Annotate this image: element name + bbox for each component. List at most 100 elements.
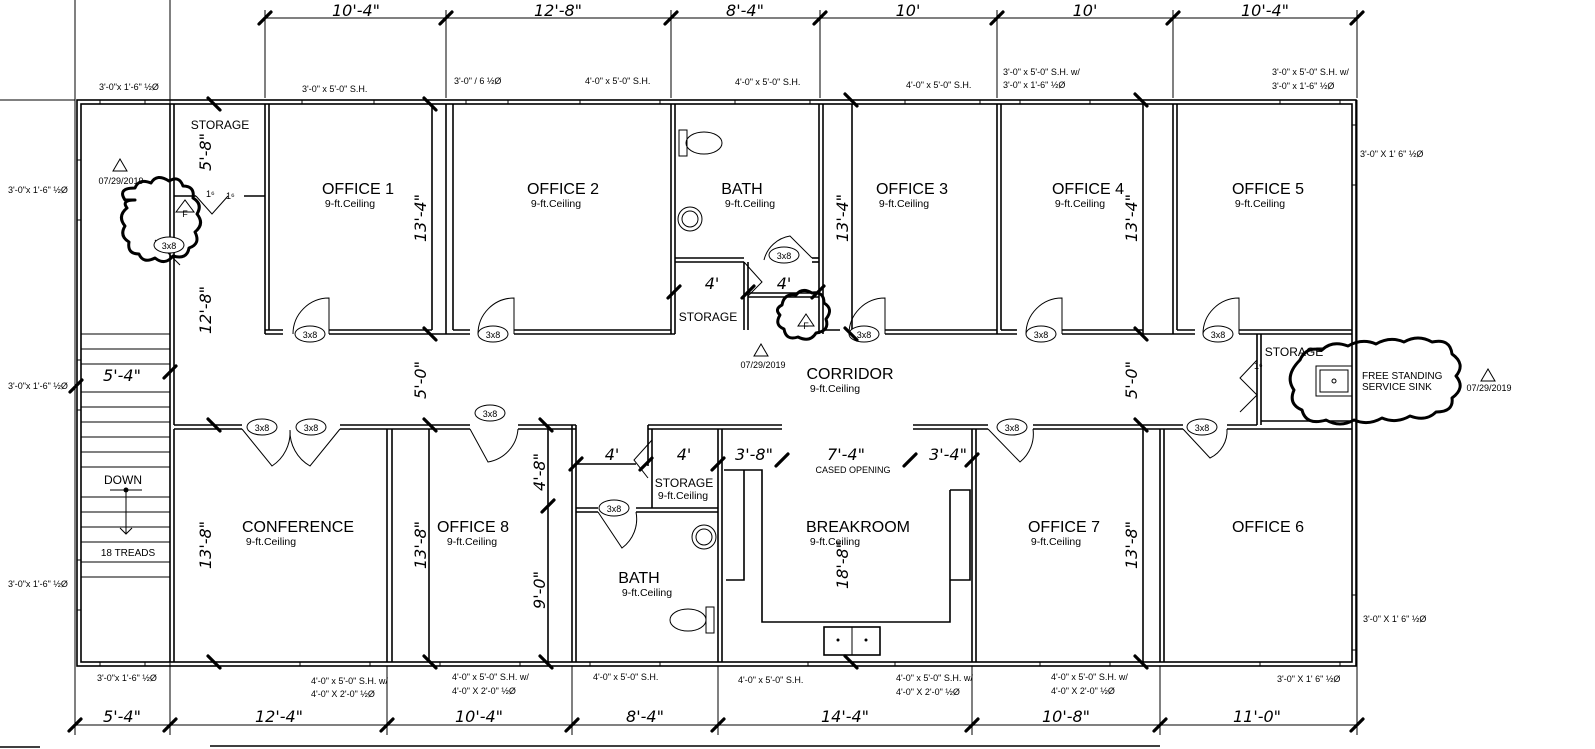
- svg-text:4'-0" x 5'-0" S.H.: 4'-0" x 5'-0" S.H.: [906, 80, 971, 90]
- revision-cloud-corridor: [775, 288, 831, 341]
- svg-text:3'-0" x 5'-0" S.H. w/: 3'-0" x 5'-0" S.H. w/: [1003, 67, 1080, 77]
- svg-text:4'-0" x 5'-0" S.H.: 4'-0" x 5'-0" S.H.: [593, 672, 658, 682]
- svg-text:3'-0" x 5'-0" S.H.: 3'-0" x 5'-0" S.H.: [302, 84, 367, 94]
- svg-text:13'-4": 13'-4": [833, 194, 852, 242]
- stair-width-dim: 5'-4": [103, 366, 141, 385]
- svg-text:3'-0" X 1' 6" ½Ø: 3'-0" X 1' 6" ½Ø: [1277, 674, 1340, 684]
- room-office-4: OFFICE 4: [1052, 181, 1124, 198]
- svg-text:13'-4": 13'-4": [1122, 194, 1141, 242]
- svg-text:3'-0"x 1'-6" ½Ø: 3'-0"x 1'-6" ½Ø: [8, 381, 68, 391]
- svg-text:3'-0"x 1'-6" ½Ø: 3'-0"x 1'-6" ½Ø: [8, 579, 68, 589]
- fire-extinguisher-icon: F F: [175, 199, 815, 331]
- svg-text:4'-0" x 5'-0" S.H. w/: 4'-0" x 5'-0" S.H. w/: [452, 672, 529, 682]
- room-conference: CONFERENCE: [242, 519, 354, 536]
- svg-text:9'-0": 9'-0": [530, 571, 549, 609]
- revision-triangle-icon: [112, 158, 1496, 382]
- svg-text:9-ft.Ceiling: 9-ft.Ceiling: [1235, 198, 1285, 210]
- svg-text:9-ft.Ceiling: 9-ft.Ceiling: [1031, 536, 1081, 548]
- svg-text:4'-0" x 5'-0" S.H. w/: 4'-0" x 5'-0" S.H. w/: [1051, 672, 1128, 682]
- lavatory-sink-icon-south: [691, 524, 717, 550]
- breakroom-counter: [724, 469, 971, 656]
- svg-text:4'-0" X 2'-0" ½Ø: 4'-0" X 2'-0" ½Ø: [896, 687, 960, 697]
- svg-text:12'-8": 12'-8": [196, 286, 215, 334]
- svg-text:4'-0" X 2'-0" ½Ø: 4'-0" X 2'-0" ½Ø: [452, 686, 516, 696]
- svg-text:3x8: 3x8: [1195, 423, 1210, 433]
- stair-treads-label: 18 TREADS: [101, 548, 156, 559]
- svg-text:9-ft.Ceiling: 9-ft.Ceiling: [658, 490, 708, 502]
- svg-text:3x8: 3x8: [255, 423, 270, 433]
- svg-text:F: F: [803, 321, 809, 331]
- svg-text:5'-0": 5'-0": [1122, 361, 1141, 399]
- bottom-dimension-line: 5'-4" 12'-4" 10'-4" 8'-4" 14'-4" 10'-8" …: [0, 666, 1365, 748]
- svg-text:3'-0" / 6 ½Ø: 3'-0" / 6 ½Ø: [454, 76, 501, 86]
- bottom-dim-5: 14'-4": [821, 707, 869, 726]
- svg-text:1⁶: 1⁶: [206, 189, 215, 199]
- svg-text:13'-8": 13'-8": [1122, 521, 1141, 569]
- svg-text:9-ft.Ceiling: 9-ft.Ceiling: [325, 198, 375, 210]
- svg-text:13'-8": 13'-8": [411, 521, 430, 569]
- room-office-5: OFFICE 5: [1232, 181, 1304, 198]
- top-dim-2: 12'-8": [534, 1, 582, 20]
- stair-treads: [81, 333, 170, 578]
- svg-text:4'-8": 4'-8": [530, 453, 549, 491]
- bottom-dim-2: 12'-4": [255, 707, 303, 726]
- svg-text:4'-0" X 2'-0" ½Ø: 4'-0" X 2'-0" ½Ø: [311, 689, 375, 699]
- svg-text:9-ft.Ceiling: 9-ft.Ceiling: [246, 536, 296, 548]
- room-corridor: CORRIDOR: [806, 366, 893, 383]
- svg-text:3x8: 3x8: [486, 330, 501, 340]
- svg-text:3x8: 3x8: [304, 423, 319, 433]
- top-dimension-line: 10'-4" 12'-8" 8'-4" 10' 10' 10'-4": [257, 1, 1365, 98]
- svg-text:4'-0" x 5'-0" S.H.: 4'-0" x 5'-0" S.H.: [738, 675, 803, 685]
- room-office-2: OFFICE 2: [527, 181, 599, 198]
- svg-text:F: F: [182, 209, 188, 219]
- bottom-dim-4: 8'-4": [626, 707, 664, 726]
- wall-ticks: [68, 92, 1149, 670]
- svg-text:3x8: 3x8: [1034, 330, 1049, 340]
- svg-text:3'-0"x 1'-6" ½Ø: 3'-0"x 1'-6" ½Ø: [99, 82, 159, 92]
- svg-text:4'-0" X 2'-0" ½Ø: 4'-0" X 2'-0" ½Ø: [1051, 686, 1115, 696]
- top-dim-1: 10'-4": [332, 1, 380, 20]
- interior-dimensions: 5'-8" 12'-8" 13'-4" 13'-4" 13'-4" 5'-0" …: [196, 133, 1263, 609]
- room-office-1: OFFICE 1: [322, 181, 394, 198]
- sink-label-2: SERVICE SINK: [1362, 382, 1432, 393]
- svg-text:1⁶: 1⁶: [1254, 361, 1263, 371]
- svg-text:3'-0" X 1' 6" ½Ø: 3'-0" X 1' 6" ½Ø: [1360, 149, 1423, 159]
- svg-text:4': 4': [777, 274, 792, 293]
- svg-text:4': 4': [677, 445, 692, 464]
- room-office-8: OFFICE 8: [437, 519, 509, 536]
- revision-cloud-stair: [120, 176, 202, 263]
- svg-text:3x8: 3x8: [483, 409, 498, 419]
- svg-text:3'-0" x 1'-6" ½Ø: 3'-0" x 1'-6" ½Ø: [1003, 80, 1065, 90]
- service-sink-icon: [1315, 365, 1353, 397]
- room-storage-north: STORAGE: [679, 310, 737, 324]
- bottom-dim-3: 10'-4": [455, 707, 503, 726]
- svg-text:9-ft.Ceiling: 9-ft.Ceiling: [622, 587, 672, 599]
- room-storage-south: STORAGE: [655, 476, 713, 490]
- room-office-7: OFFICE 7: [1028, 519, 1100, 536]
- interior-walls: [81, 104, 1352, 662]
- room-storage-east: STORAGE: [1265, 345, 1323, 359]
- stair-down-label: DOWN: [104, 473, 142, 487]
- toilet-icon: [678, 129, 723, 157]
- svg-text:3'-0" x 1'-6" ½Ø: 3'-0" x 1'-6" ½Ø: [1272, 81, 1334, 91]
- svg-text:9-ft.Ceiling: 9-ft.Ceiling: [879, 198, 929, 210]
- bottom-dim-1: 5'-4": [103, 707, 141, 726]
- svg-text:3x8: 3x8: [162, 241, 177, 251]
- svg-text:3'-0"x 1'-6" ½Ø: 3'-0"x 1'-6" ½Ø: [97, 673, 157, 683]
- room-breakroom: BREAKROOM: [806, 519, 910, 536]
- svg-text:3x8: 3x8: [303, 330, 318, 340]
- svg-text:3x8: 3x8: [1211, 330, 1226, 340]
- svg-text:4'-0" x 5'-0" S.H.: 4'-0" x 5'-0" S.H.: [585, 76, 650, 86]
- revision-date-2: 07/29/2019: [740, 360, 785, 370]
- cased-opening-label: CASED OPENING: [815, 465, 890, 475]
- svg-text:3x8: 3x8: [857, 330, 872, 340]
- top-dim-4: 10': [896, 1, 921, 20]
- svg-text:9-ft.Ceiling: 9-ft.Ceiling: [725, 198, 775, 210]
- sink-label-1: FREE STANDING: [1362, 371, 1443, 382]
- revision-date-3: 07/29/2019: [1466, 383, 1511, 393]
- svg-text:9-ft.Ceiling: 9-ft.Ceiling: [810, 536, 860, 548]
- top-dim-3: 8'-4": [726, 1, 764, 20]
- bottom-dim-6: 10'-8": [1042, 707, 1090, 726]
- room-labels: STORAGE OFFICE 1 9-ft.Ceiling OFFICE 2 9…: [98, 118, 1511, 599]
